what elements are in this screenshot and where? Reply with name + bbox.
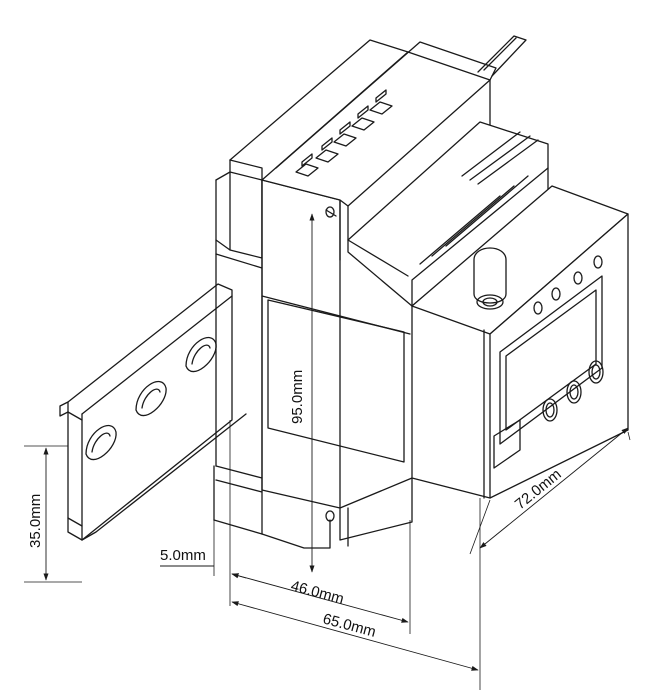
dimension-lines <box>24 213 631 690</box>
dim-label-rail-offset: 5.0mm <box>160 547 206 564</box>
din-rail <box>59 35 527 541</box>
rail-slot <box>85 425 117 461</box>
dim-label-depth-total: 65.0mm <box>321 610 378 640</box>
dim-label-rail-height: 35.0mm <box>27 494 44 548</box>
dim-label-height: 95.0mm <box>289 370 306 424</box>
meter-body <box>213 39 629 549</box>
indicator-leds <box>533 255 603 315</box>
seal-knob <box>473 247 507 310</box>
front-buttons <box>542 360 604 422</box>
terminal-screws <box>295 89 393 177</box>
dim-label-depth-front: 46.0mm <box>289 577 346 607</box>
rail-slot <box>135 381 167 417</box>
